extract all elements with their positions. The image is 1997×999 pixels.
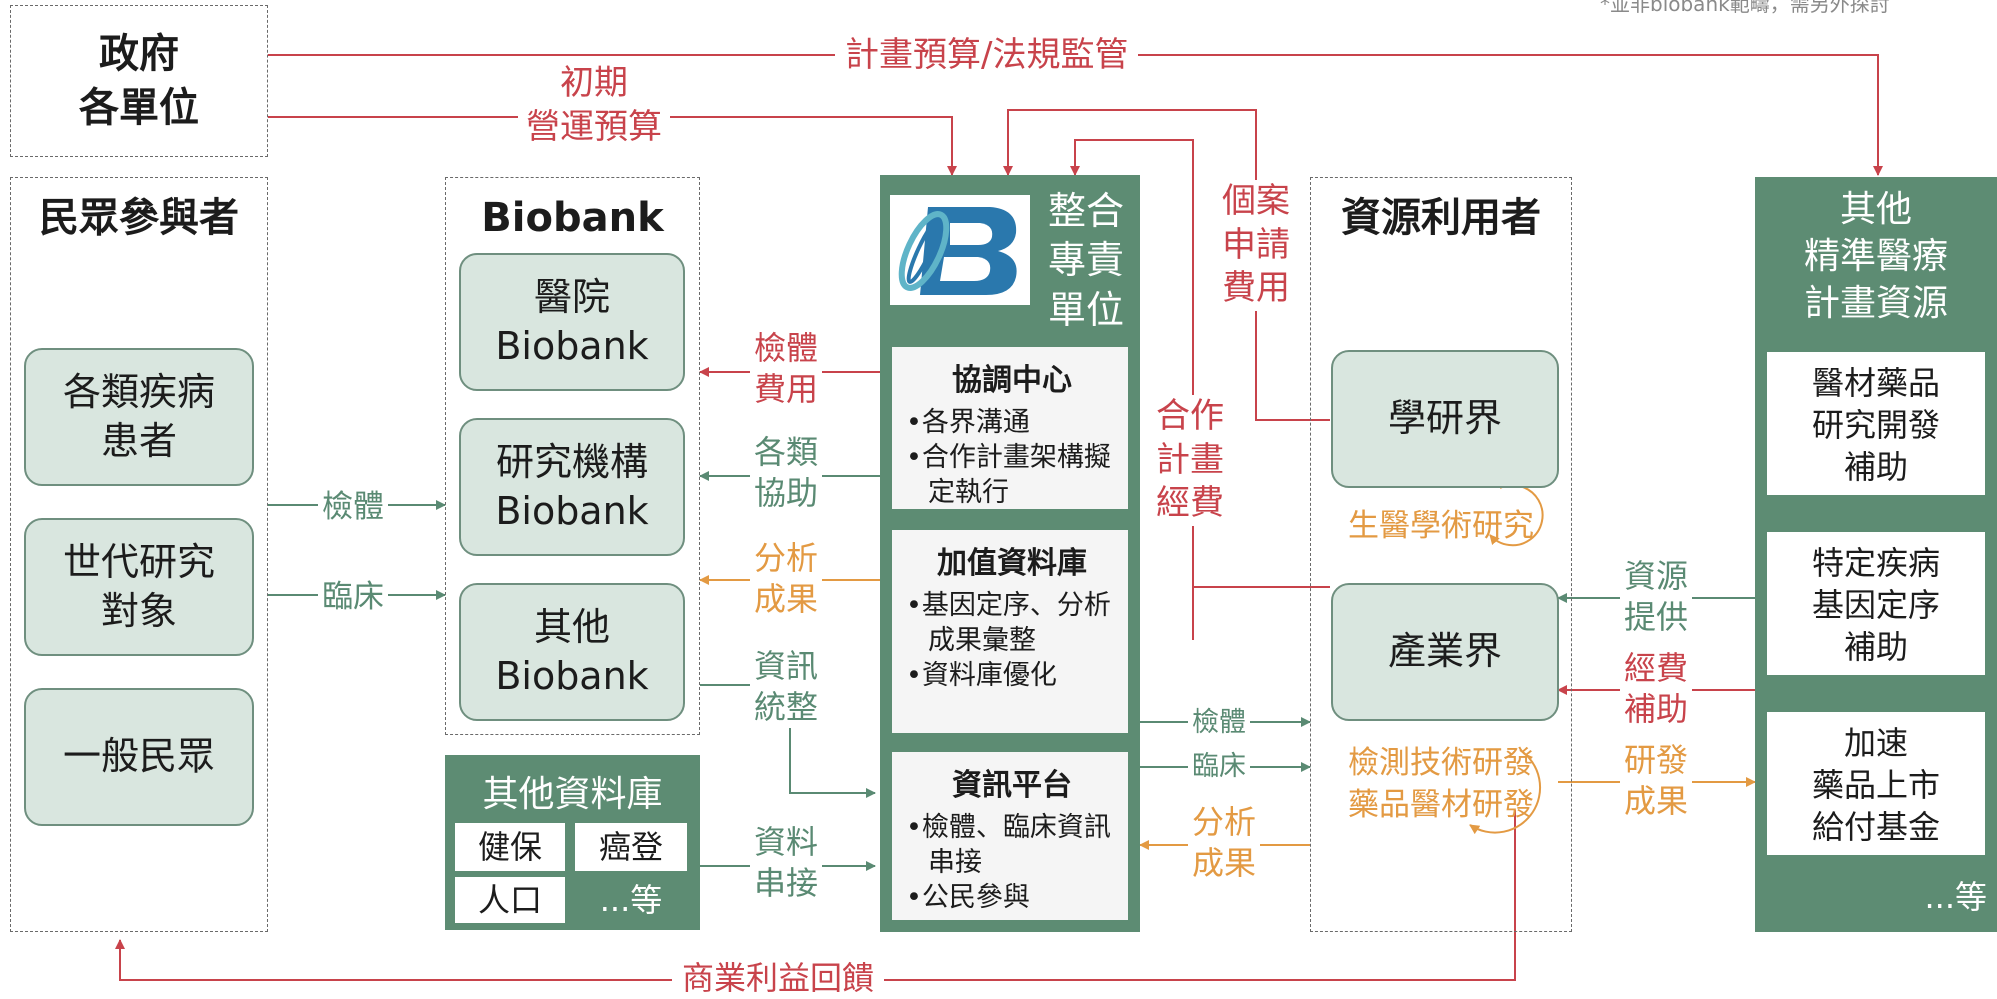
users-academia: 學研界 — [1331, 350, 1559, 488]
industry-loop-label: 檢測技術研發 藥品醫材研發 — [1348, 745, 1534, 823]
participant-patients: 各類疾病 患者 — [24, 348, 254, 486]
db-more: ...等 — [599, 881, 663, 919]
other-databases-title: 其他資料庫 — [482, 774, 663, 815]
other-resources-more: ...等 — [1924, 878, 1987, 916]
db-population: 人口 — [455, 877, 565, 923]
participants-title: 民眾參與者 — [39, 195, 239, 241]
government-title-line2: 各單位 — [79, 85, 199, 131]
participant-public: 一般民眾 — [24, 688, 254, 826]
section-info-platform: 資訊平台 •檢體、臨床資訊串接 •公民參與 — [892, 752, 1128, 920]
other-resources-title: 其他 精準醫療 計畫資源 — [1803, 189, 1948, 324]
section-info-platform-bullet-1: •檢體、臨床資訊串接 — [906, 812, 1111, 879]
label-analysis-result-2: 分析 成果 — [1188, 802, 1261, 884]
label-funding-support: 經費 補助 — [1620, 648, 1693, 730]
label-commercial-feedback: 商業利益回饋 — [672, 958, 885, 999]
db-health-insurance: 健保 — [455, 823, 565, 871]
biobank-other: 其他 Biobank — [459, 583, 685, 721]
label-resource-provide: 資源 提供 — [1620, 556, 1693, 638]
label-specimen-fee: 檢體 費用 — [750, 328, 823, 410]
biobank-logo-icon — [890, 195, 1030, 305]
section-info-platform-bullet-2: •公民參與 — [906, 882, 1030, 914]
footnote: *並非biobank範疇，需另外探討 — [1600, 0, 1890, 16]
label-assistance: 各類 協助 — [750, 432, 823, 514]
label-rd-result: 研發 成果 — [1620, 740, 1693, 822]
section-value-added-heading: 加值資料庫 — [937, 546, 1087, 581]
resource-users-title: 資源利用者 — [1341, 195, 1541, 241]
label-specimen-2: 檢體 — [1188, 706, 1250, 741]
label-case-fee: 個案 申請 費用 — [1218, 180, 1294, 311]
section-value-added-bullet-2: •資料庫優化 — [906, 660, 1057, 692]
participant-cohort: 世代研究 對象 — [24, 518, 254, 656]
label-data-link: 資料 串接 — [750, 822, 823, 904]
participants-panel: 民眾參與者 各類疾病 患者 世代研究 對象 一般民眾 — [10, 177, 268, 932]
biobank-research: 研究機構 Biobank — [459, 418, 685, 556]
resource-users-panel: 資源利用者 學研界 生醫學術研究 產業界 檢測技術研發 藥品醫材研發 — [1310, 177, 1572, 932]
biobank-panel: Biobank 醫院 Biobank 研究機構 Biobank 其他 Bioba… — [445, 177, 700, 735]
central-unit-panel: 整合 專責 單位 協調中心 •各界溝通 •合作計畫架構擬定執行 加值資料庫 •基… — [880, 175, 1140, 932]
government-title-line1: 政府 — [99, 31, 179, 77]
db-cancer-registry: 癌登 — [575, 823, 687, 871]
resource-device-drug-rd: 醫材藥品 研究開發 補助 — [1767, 352, 1985, 495]
resource-disease-sequencing: 特定疾病 基因定序 補助 — [1767, 532, 1985, 675]
label-initial-budget: 初期 營運預算 — [518, 62, 670, 150]
label-specimen: 檢體 — [318, 488, 388, 528]
label-clinical: 臨床 — [318, 578, 388, 618]
resource-drug-fund: 加速 藥品上市 給付基金 — [1767, 712, 1985, 855]
users-industry: 產業界 — [1331, 583, 1559, 721]
academia-loop-label: 生醫學術研究 — [1348, 508, 1534, 544]
section-info-platform-heading: 資訊平台 — [952, 768, 1072, 803]
biobank-hospital: 醫院 Biobank — [459, 253, 685, 391]
section-coordination-heading: 協調中心 — [952, 363, 1072, 398]
government-box: 政府 各單位 — [10, 5, 268, 157]
central-unit-title: 整合 專責 單位 — [1047, 189, 1124, 332]
label-clinical-2: 臨床 — [1188, 750, 1250, 785]
biobank-title: Biobank — [481, 195, 664, 241]
label-info-integration: 資訊 統整 — [750, 646, 823, 728]
section-coordination-bullet-1: •各界溝通 — [906, 407, 1030, 438]
other-resources-panel: 其他 精準醫療 計畫資源 醫材藥品 研究開發 補助 特定疾病 基因定序 補助 加… — [1755, 177, 1997, 932]
section-coordination-center: 協調中心 •各界溝通 •合作計畫架構擬定執行 — [892, 347, 1128, 509]
label-analysis-result: 分析 成果 — [750, 538, 823, 620]
section-value-added-bullet-1: •基因定序、分析成果彙整 — [906, 590, 1111, 657]
label-coop-funding: 合作 計畫 經費 — [1152, 395, 1228, 526]
other-databases-panel: 其他資料庫 健保 癌登 人口 ...等 — [445, 755, 700, 930]
label-budget-regulation: 計畫預算/法規監管 — [835, 34, 1139, 78]
section-coordination-bullet-2: •合作計畫架構擬定執行 — [906, 442, 1111, 509]
section-value-added-db: 加值資料庫 •基因定序、分析成果彙整 •資料庫優化 — [892, 530, 1128, 733]
